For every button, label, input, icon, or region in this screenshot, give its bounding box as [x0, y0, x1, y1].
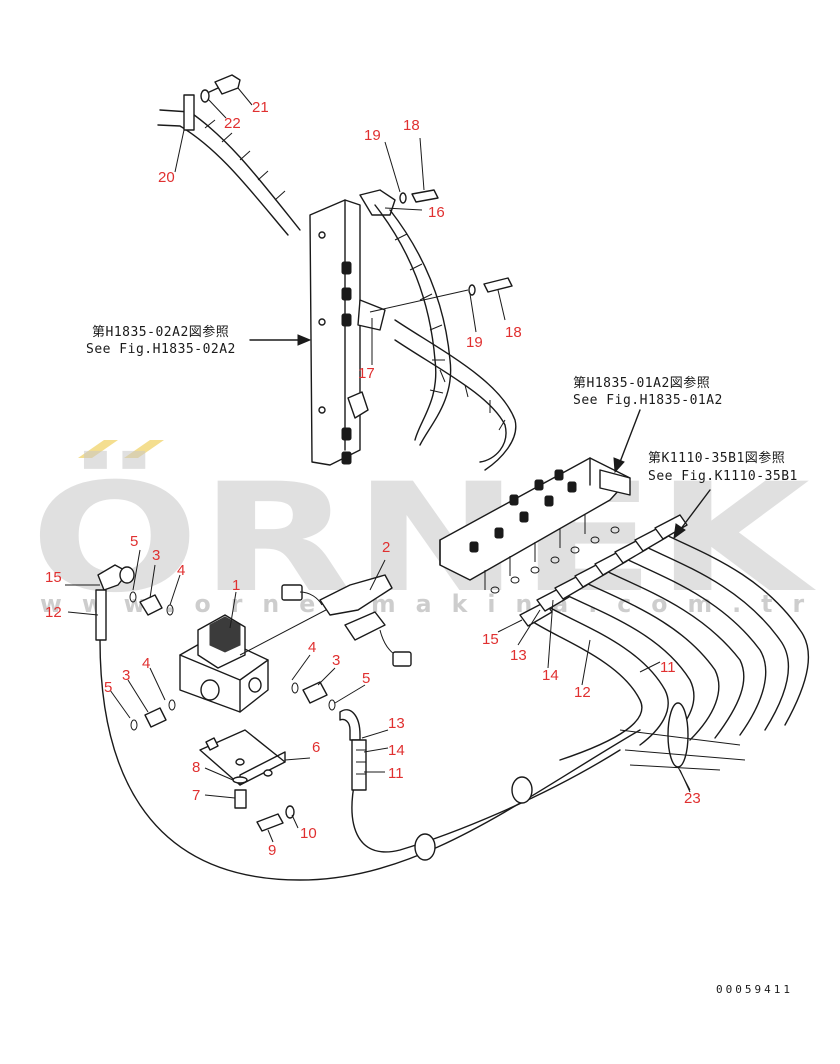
reference-2-en: See Fig.H1835-01A2	[573, 393, 723, 408]
callout: 15	[482, 631, 499, 648]
callout: 19	[466, 334, 483, 351]
callout: 15	[45, 569, 62, 586]
washer-19	[399, 192, 407, 204]
control-valve-block	[439, 457, 631, 594]
callout: 16	[428, 204, 445, 221]
hose-clamp-mid	[511, 776, 533, 804]
callout: 12	[45, 604, 62, 621]
callout: 4	[308, 639, 316, 656]
drawing-number: 00059411	[716, 983, 793, 996]
callout: 12	[574, 684, 591, 701]
callout: 4	[177, 562, 185, 579]
watermark-accent-right	[124, 440, 164, 458]
elbow-fitting-left	[95, 564, 135, 641]
callout: 4	[142, 655, 150, 672]
leader-lines	[65, 87, 691, 843]
bolts-lower	[232, 776, 295, 832]
watermark: ÖRNEK w w w . o r n e k m a k i n a . c …	[30, 440, 816, 626]
callout: 21	[252, 99, 269, 116]
long-hose	[99, 639, 641, 881]
washer-22	[200, 89, 210, 103]
small-fittings	[129, 591, 336, 731]
hose-clamp-lower	[414, 833, 436, 861]
callout: 3	[332, 652, 340, 669]
callout: 3	[152, 547, 160, 564]
pressure-switch	[281, 574, 412, 667]
callout: 19	[364, 127, 381, 144]
watermark-accent-left	[78, 440, 118, 458]
reference-note-3: 第K1110-35B1図参照 See Fig.K1110-35B1	[648, 450, 798, 484]
callout: 3	[122, 667, 130, 684]
washer-8	[232, 776, 248, 784]
watermark-brand: ÖRNEK	[30, 450, 816, 626]
plate-bracket	[199, 729, 286, 786]
callout: 20	[158, 169, 175, 186]
reference-arrows	[249, 334, 711, 540]
harness-upper	[157, 94, 301, 236]
clamp-17	[357, 299, 386, 331]
callout: 8	[192, 759, 200, 776]
harness-right-upper	[359, 189, 517, 471]
bolt-7	[234, 789, 247, 809]
callout: 10	[300, 825, 317, 842]
callout: 18	[403, 117, 420, 134]
callout: 18	[505, 324, 522, 341]
band-clamp-23	[619, 702, 746, 791]
reference-3-en: See Fig.K1110-35B1	[648, 469, 798, 484]
bolt-18-lower	[369, 277, 513, 313]
callout: 22	[224, 115, 241, 132]
callout: 23	[684, 790, 701, 807]
reference-2-ja: 第H1835-01A2図参照	[573, 375, 710, 391]
hose-bundle	[519, 514, 810, 791]
clamp-16	[359, 189, 396, 216]
callout: 5	[130, 533, 138, 550]
callout: 13	[510, 647, 527, 664]
callout: 1	[232, 577, 240, 594]
callout: 14	[388, 742, 405, 759]
callout: 9	[268, 842, 276, 859]
bolt-21	[200, 74, 241, 103]
callout: 13	[388, 715, 405, 732]
callout: 2	[382, 539, 390, 556]
reference-3-ja: 第K1110-35B1図参照	[648, 450, 785, 466]
bolt-18-upper	[399, 189, 439, 204]
callout: 11	[660, 659, 676, 676]
reference-1-en: See Fig.H1835-02A2	[86, 342, 236, 357]
solenoid-valve	[179, 599, 346, 713]
bolt-9	[256, 813, 284, 832]
callout: 6	[312, 739, 320, 756]
callout: 14	[542, 667, 559, 684]
mounting-bracket	[309, 199, 386, 466]
hose-solenoid-right	[339, 709, 367, 791]
callout: 7	[192, 787, 200, 804]
reference-1-ja: 第H1835-02A2図参照	[92, 324, 229, 340]
callout: 5	[362, 670, 370, 687]
reference-note-1: 第H1835-02A2図参照 See Fig.H1835-02A2	[86, 324, 236, 357]
callout: 11	[388, 765, 404, 782]
callout: 5	[104, 679, 112, 696]
callouts: 21 22 20 19 18 16 19 18 17 2 1 5 3 4 15 …	[45, 99, 701, 859]
reference-note-2: 第H1835-01A2図参照 See Fig.H1835-01A2	[573, 375, 723, 408]
callout: 17	[358, 365, 375, 382]
